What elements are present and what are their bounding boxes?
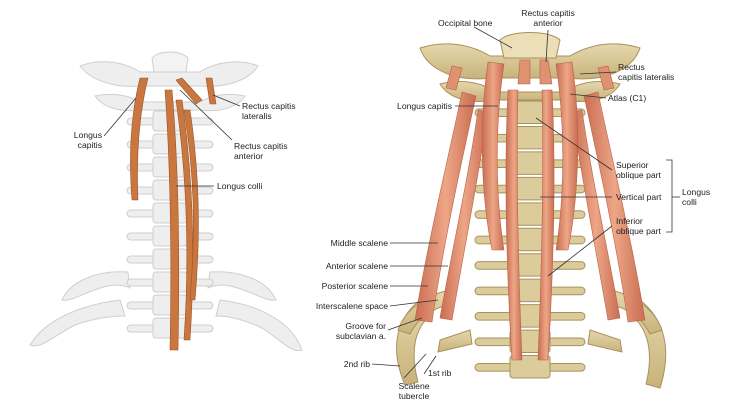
left-muscles — [130, 77, 217, 351]
label-occipital-bone: Occipital bone — [438, 18, 493, 28]
label-longus-colli-left: Longus colli — [217, 181, 263, 191]
left-leader-lines — [103, 89, 241, 187]
right-muscles — [414, 59, 646, 361]
vertebral-body — [152, 248, 188, 270]
vertebral-body — [152, 225, 188, 247]
label-second-rib: 2nd rib — [343, 359, 370, 369]
vertebral-body — [152, 294, 188, 316]
label-atlas: Atlas (C1) — [608, 93, 647, 103]
right-leader-lines — [371, 26, 680, 379]
label-middle-scalene: Middle scalene — [330, 238, 388, 248]
label-interscalene-space: Interscalene space — [315, 301, 388, 311]
label-anterior-scalene: Anterior scalene — [325, 261, 388, 271]
vertebral-body — [152, 271, 188, 293]
label-vertical-part: Vertical part — [616, 192, 662, 202]
label-posterior-scalene: Posterior scalene — [321, 281, 388, 291]
vertebral-body — [509, 355, 551, 379]
label-longus-capitis-right: Longus capitis — [397, 101, 452, 111]
label-first-rib: 1st rib — [428, 368, 452, 378]
